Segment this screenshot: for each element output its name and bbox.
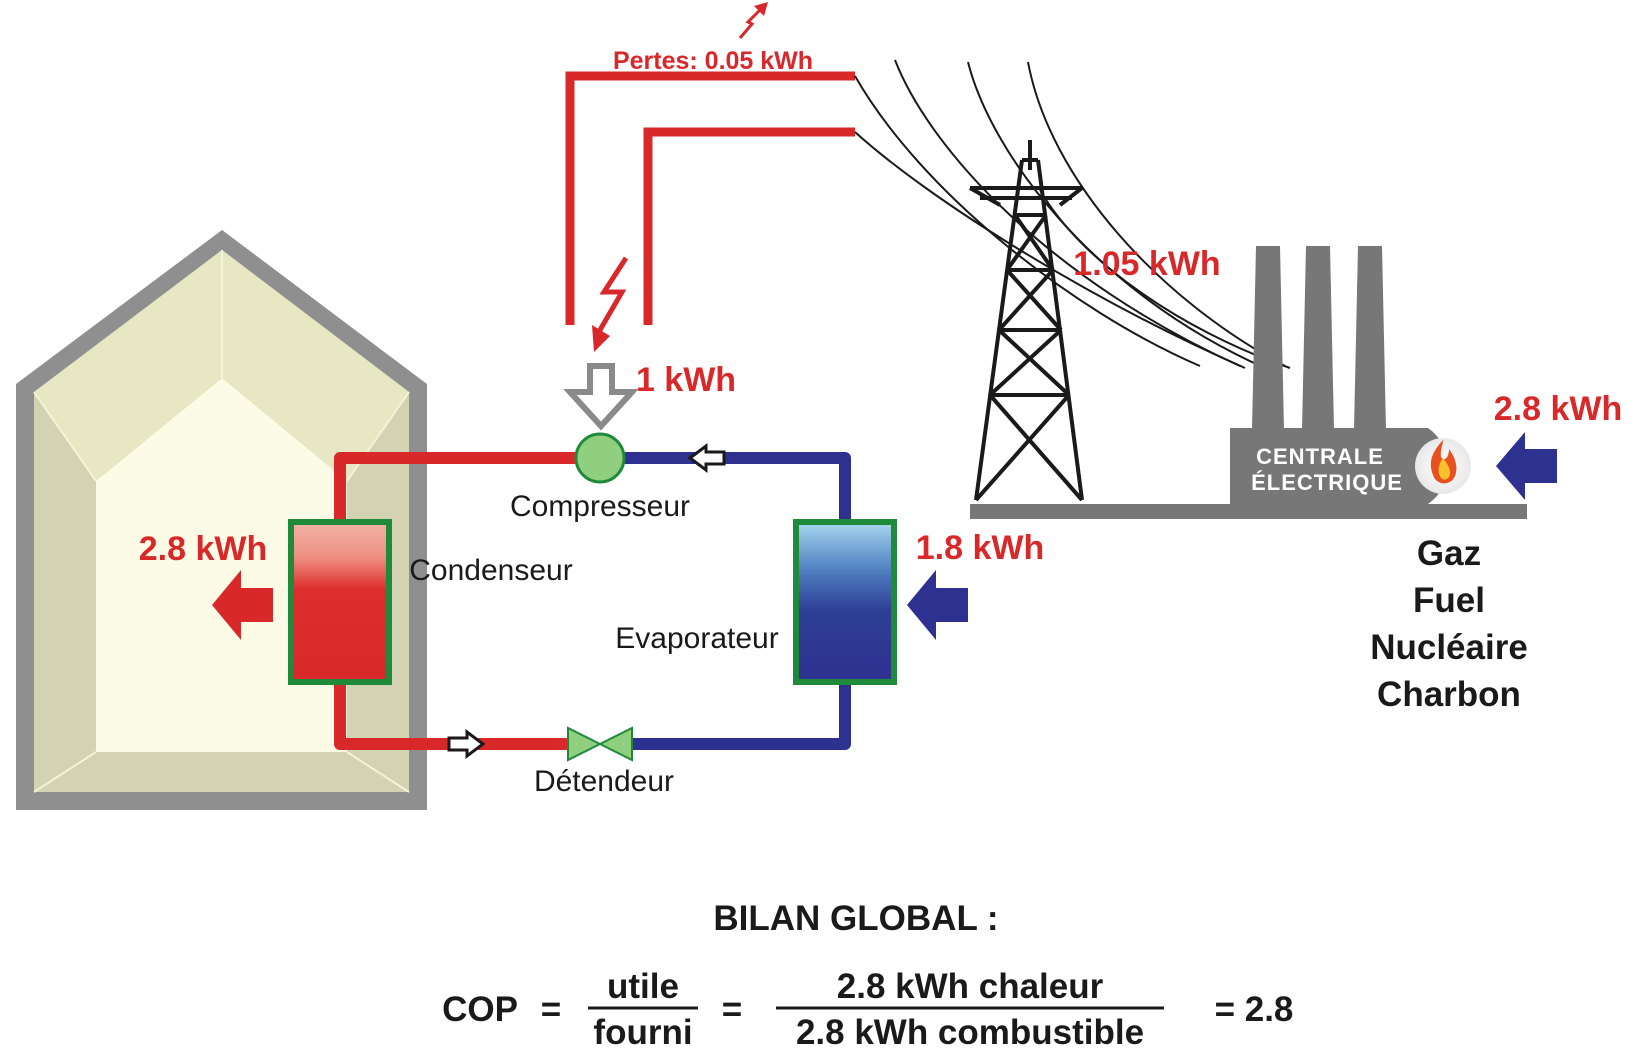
condenser-label: Condenseur xyxy=(409,554,572,587)
flame-icon xyxy=(1415,438,1471,494)
flow-arrow-left-icon xyxy=(687,443,726,473)
equals-sign: = xyxy=(541,990,561,1029)
chimney-1 xyxy=(1252,246,1284,430)
fuel-energy-label: 2.8 kWh xyxy=(1494,390,1622,428)
cop-symbol: COP xyxy=(442,990,518,1029)
power-lines xyxy=(854,59,1291,369)
plant-label-line1: CENTRALE xyxy=(1256,444,1384,469)
fraction2-numerator: 2.8 kWh chaleur xyxy=(837,967,1104,1006)
grid-energy-label: 1.05 kWh xyxy=(1073,245,1220,283)
fuel-item: Fuel xyxy=(1413,581,1485,620)
balance-title: BILAN GLOBAL : xyxy=(713,899,998,938)
supply-wire-outer xyxy=(565,71,855,325)
heat-out-label: 2.8 kWh xyxy=(139,530,267,568)
compressor-label: Compresseur xyxy=(510,490,690,523)
expansion-valve-label: Détendeur xyxy=(534,765,674,798)
fuel-input-arrow-icon xyxy=(1496,432,1557,500)
house-interior xyxy=(96,378,347,752)
compressor-icon xyxy=(574,432,626,484)
flow-arrow-right-icon xyxy=(447,729,486,759)
fuel-item: Gaz xyxy=(1417,534,1481,573)
fraction1-denominator: fourni xyxy=(593,1013,692,1052)
chimney-2 xyxy=(1302,246,1334,430)
losses-label: Pertes: 0.05 kWh xyxy=(613,47,813,75)
plant-label-line2: ÉLECTRIQUE xyxy=(1251,470,1403,495)
fraction2-denominator: 2.8 kWh combustible xyxy=(796,1013,1144,1052)
cold-pipe-top xyxy=(600,452,851,525)
supply-wires xyxy=(565,71,855,325)
power-plant: CENTRALE ÉLECTRIQUE 2.8 kWh xyxy=(970,246,1622,519)
pylon-icon xyxy=(969,140,1084,502)
fuel-item: Nucléaire xyxy=(1370,628,1528,667)
ground-line xyxy=(970,504,1527,519)
chimney-3 xyxy=(1354,246,1386,430)
cop-result: = 2.8 xyxy=(1215,990,1294,1029)
heat-out-arrow-icon xyxy=(212,570,273,640)
compressor-lightning-arrowhead xyxy=(592,325,610,352)
compressor-energy-label: 1 kWh xyxy=(636,361,736,399)
equals-sign: = xyxy=(722,990,742,1029)
refrigerant-circuit xyxy=(334,452,851,750)
fuels-list: Gaz Fuel Nucléaire Charbon xyxy=(1370,534,1528,714)
evaporator-icon xyxy=(793,519,897,685)
plant-building xyxy=(1230,428,1449,504)
fuel-item: Charbon xyxy=(1377,675,1521,714)
compressor-lightning-icon xyxy=(597,256,629,332)
expansion-valve-icon xyxy=(567,726,633,762)
evaporator-label: Evaporateur xyxy=(615,622,778,655)
ambient-heat-arrow-icon xyxy=(907,570,968,640)
hot-pipe-top xyxy=(334,452,600,525)
ambient-heat-label: 1.8 kWh xyxy=(916,529,1044,567)
fraction1-numerator: utile xyxy=(607,967,679,1006)
compressor-input-arrow-icon xyxy=(563,363,639,431)
hot-pipe-bottom xyxy=(334,680,580,750)
condenser-icon xyxy=(288,519,392,685)
loss-lightning-icon xyxy=(738,8,762,39)
loss-arrowhead-icon xyxy=(754,2,768,16)
cold-pipe-bottom xyxy=(620,680,851,750)
global-balance: BILAN GLOBAL : COP = utile fourni = 2.8 … xyxy=(442,899,1293,1052)
supply-wire-inner xyxy=(643,127,855,325)
